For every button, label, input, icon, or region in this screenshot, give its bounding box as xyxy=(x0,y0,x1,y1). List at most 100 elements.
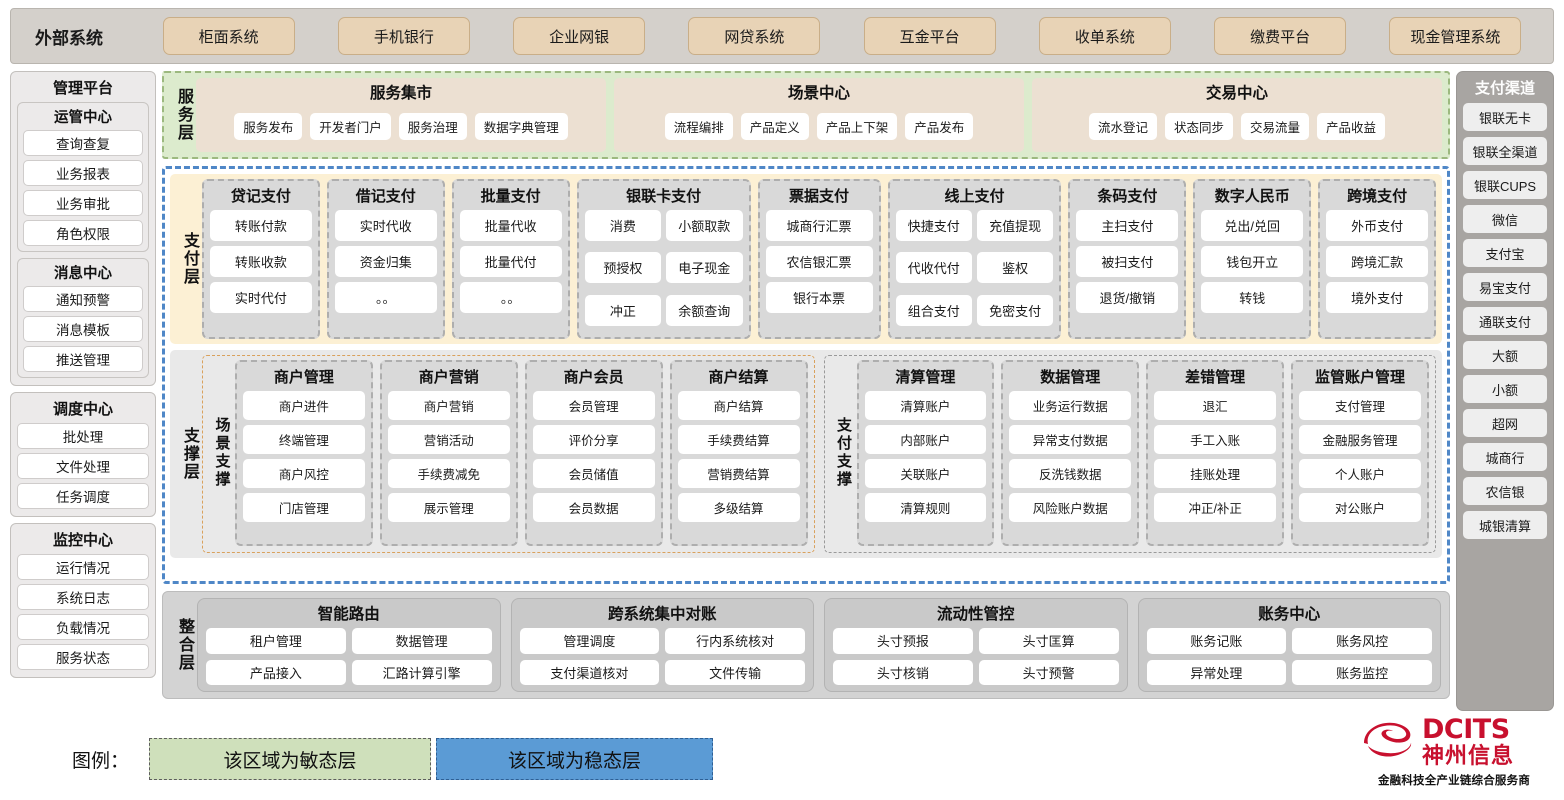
support-item-手工入账[interactable]: 手工入账 xyxy=(1154,425,1277,454)
support-item-商户营销[interactable]: 商户营销 xyxy=(387,391,510,420)
payment-channel-item-小额[interactable]: 小额 xyxy=(1463,375,1547,403)
sidebar-item-查询查复[interactable]: 查询查复 xyxy=(23,130,143,156)
payment-channel-item-银联无卡[interactable]: 银联无卡 xyxy=(1463,103,1547,131)
support-item-商户风控[interactable]: 商户风控 xyxy=(243,459,365,488)
payment-item-批量代收[interactable]: 批量代收 xyxy=(459,210,562,241)
support-item-内部账户[interactable]: 内部账户 xyxy=(864,425,987,454)
payment-item-农信银汇票[interactable]: 农信银汇票 xyxy=(765,246,873,277)
external-system-chip-0[interactable]: 柜面系统 xyxy=(162,17,295,55)
payment-channel-item-银联CUPS[interactable]: 银联CUPS xyxy=(1463,171,1547,199)
integration-item-支付渠道核对[interactable]: 支付渠道核对 xyxy=(519,659,660,685)
payment-item-代收代付[interactable]: 代收代付 xyxy=(895,252,972,284)
integration-item-异常处理[interactable]: 异常处理 xyxy=(1146,659,1287,685)
support-item-异常支付数据[interactable]: 异常支付数据 xyxy=(1009,425,1132,454)
support-item-退汇[interactable]: 退汇 xyxy=(1154,391,1277,420)
payment-item-兑出/兑回[interactable]: 兑出/兑回 xyxy=(1201,210,1304,241)
support-item-支付管理[interactable]: 支付管理 xyxy=(1299,391,1421,420)
support-item-反洗钱数据[interactable]: 反洗钱数据 xyxy=(1009,459,1132,488)
sidebar-item-任务调度[interactable]: 任务调度 xyxy=(17,483,149,509)
integration-item-账务记账[interactable]: 账务记账 xyxy=(1146,628,1287,654)
support-item-展示管理[interactable]: 展示管理 xyxy=(387,493,510,522)
payment-item-外币支付[interactable]: 外币支付 xyxy=(1326,210,1429,241)
support-item-多级结算[interactable]: 多级结算 xyxy=(677,493,800,522)
payment-item-余额查询[interactable]: 余额查询 xyxy=(666,294,743,326)
sidebar-item-业务报表[interactable]: 业务报表 xyxy=(23,160,143,186)
payment-item-消费[interactable]: 消费 xyxy=(584,210,662,241)
payment-channel-item-支付宝[interactable]: 支付宝 xyxy=(1463,239,1547,267)
payment-item-银行本票[interactable]: 银行本票 xyxy=(765,282,873,313)
payment-item-。。[interactable]: 。。 xyxy=(459,282,562,313)
support-item-评价分享[interactable]: 评价分享 xyxy=(532,425,655,454)
payment-item-被扫支付[interactable]: 被扫支付 xyxy=(1076,246,1179,277)
sidebar-item-业务审批[interactable]: 业务审批 xyxy=(23,190,143,216)
sidebar-item-运行情况[interactable]: 运行情况 xyxy=(17,554,149,580)
sidebar-item-文件处理[interactable]: 文件处理 xyxy=(17,453,149,479)
payment-item-资金归集[interactable]: 资金归集 xyxy=(334,246,437,277)
external-system-chip-6[interactable]: 缴费平台 xyxy=(1214,17,1347,55)
payment-item-转钱[interactable]: 转钱 xyxy=(1201,282,1304,313)
service-chip-产品定义[interactable]: 产品定义 xyxy=(740,113,809,140)
service-chip-产品收益[interactable]: 产品收益 xyxy=(1317,113,1386,140)
sidebar-item-负载情况[interactable]: 负载情况 xyxy=(17,614,149,640)
sidebar-item-批处理[interactable]: 批处理 xyxy=(17,423,149,449)
service-chip-服务发布[interactable]: 服务发布 xyxy=(234,113,303,140)
payment-channel-item-城银清算[interactable]: 城银清算 xyxy=(1463,511,1547,539)
sidebar-item-系统日志[interactable]: 系统日志 xyxy=(17,584,149,610)
service-chip-开发者门户[interactable]: 开发者门户 xyxy=(310,113,391,140)
payment-item-。。[interactable]: 。。 xyxy=(334,282,437,313)
support-item-会员数据[interactable]: 会员数据 xyxy=(532,493,655,522)
payment-item-鉴权[interactable]: 鉴权 xyxy=(976,252,1054,284)
service-chip-产品上下架[interactable]: 产品上下架 xyxy=(816,113,898,140)
sidebar-item-消息模板[interactable]: 消息模板 xyxy=(23,316,143,342)
payment-channel-item-易宝支付[interactable]: 易宝支付 xyxy=(1463,273,1547,301)
support-item-终端管理[interactable]: 终端管理 xyxy=(243,425,365,454)
support-item-手续费结算[interactable]: 手续费结算 xyxy=(677,425,800,454)
integration-item-头寸预警[interactable]: 头寸预警 xyxy=(978,659,1119,685)
support-item-关联账户[interactable]: 关联账户 xyxy=(864,459,987,488)
support-item-营销费结算[interactable]: 营销费结算 xyxy=(677,459,800,488)
support-item-门店管理[interactable]: 门店管理 xyxy=(243,493,365,522)
payment-channel-item-城商行[interactable]: 城商行 xyxy=(1463,443,1547,471)
payment-item-实时代收[interactable]: 实时代收 xyxy=(334,210,437,241)
integration-item-汇路计算引擎[interactable]: 汇路计算引擎 xyxy=(351,659,492,685)
sidebar-item-角色权限[interactable]: 角色权限 xyxy=(23,220,143,246)
support-item-个人账户[interactable]: 个人账户 xyxy=(1299,459,1421,488)
service-chip-状态同步[interactable]: 状态同步 xyxy=(1164,113,1233,140)
service-chip-数据字典管理[interactable]: 数据字典管理 xyxy=(474,113,568,140)
payment-item-退货/撤销[interactable]: 退货/撤销 xyxy=(1076,282,1179,313)
payment-item-充值提现[interactable]: 充值提现 xyxy=(976,210,1054,241)
payment-item-钱包开立[interactable]: 钱包开立 xyxy=(1201,246,1304,277)
integration-item-产品接入[interactable]: 产品接入 xyxy=(206,659,346,685)
payment-item-冲正[interactable]: 冲正 xyxy=(584,294,662,326)
external-system-chip-4[interactable]: 互金平台 xyxy=(863,17,996,55)
sidebar-item-服务状态[interactable]: 服务状态 xyxy=(17,644,149,670)
integration-item-头寸核销[interactable]: 头寸核销 xyxy=(833,659,973,685)
external-system-chip-1[interactable]: 手机银行 xyxy=(337,17,470,55)
payment-channel-item-大额[interactable]: 大额 xyxy=(1463,341,1547,369)
sidebar-item-通知预警[interactable]: 通知预警 xyxy=(23,286,143,312)
payment-channel-item-微信[interactable]: 微信 xyxy=(1463,205,1547,233)
support-item-清算账户[interactable]: 清算账户 xyxy=(864,391,987,420)
support-item-会员储值[interactable]: 会员储值 xyxy=(532,459,655,488)
external-system-chip-3[interactable]: 网贷系统 xyxy=(688,17,821,55)
service-chip-服务治理[interactable]: 服务治理 xyxy=(398,113,467,140)
support-item-手续费减免[interactable]: 手续费减免 xyxy=(387,459,510,488)
payment-item-预授权[interactable]: 预授权 xyxy=(584,252,662,284)
support-item-风险账户数据[interactable]: 风险账户数据 xyxy=(1009,493,1132,522)
payment-item-主扫支付[interactable]: 主扫支付 xyxy=(1076,210,1179,241)
integration-item-文件传输[interactable]: 文件传输 xyxy=(665,659,805,685)
service-chip-产品发布[interactable]: 产品发布 xyxy=(905,113,974,140)
payment-item-快捷支付[interactable]: 快捷支付 xyxy=(895,210,972,241)
payment-item-转账收款[interactable]: 转账收款 xyxy=(210,246,312,277)
integration-item-头寸匡算[interactable]: 头寸匡算 xyxy=(978,628,1119,654)
integration-item-头寸预报[interactable]: 头寸预报 xyxy=(833,628,973,654)
service-chip-流程编排[interactable]: 流程编排 xyxy=(664,113,733,140)
payment-item-转账付款[interactable]: 转账付款 xyxy=(210,210,312,241)
integration-item-行内系统核对[interactable]: 行内系统核对 xyxy=(665,628,805,654)
payment-channel-item-超网[interactable]: 超网 xyxy=(1463,409,1547,437)
support-item-商户结算[interactable]: 商户结算 xyxy=(677,391,800,420)
support-item-会员管理[interactable]: 会员管理 xyxy=(532,391,655,420)
support-item-挂账处理[interactable]: 挂账处理 xyxy=(1154,459,1277,488)
service-chip-交易流量[interactable]: 交易流量 xyxy=(1241,113,1310,140)
payment-channel-item-银联全渠道[interactable]: 银联全渠道 xyxy=(1463,137,1547,165)
